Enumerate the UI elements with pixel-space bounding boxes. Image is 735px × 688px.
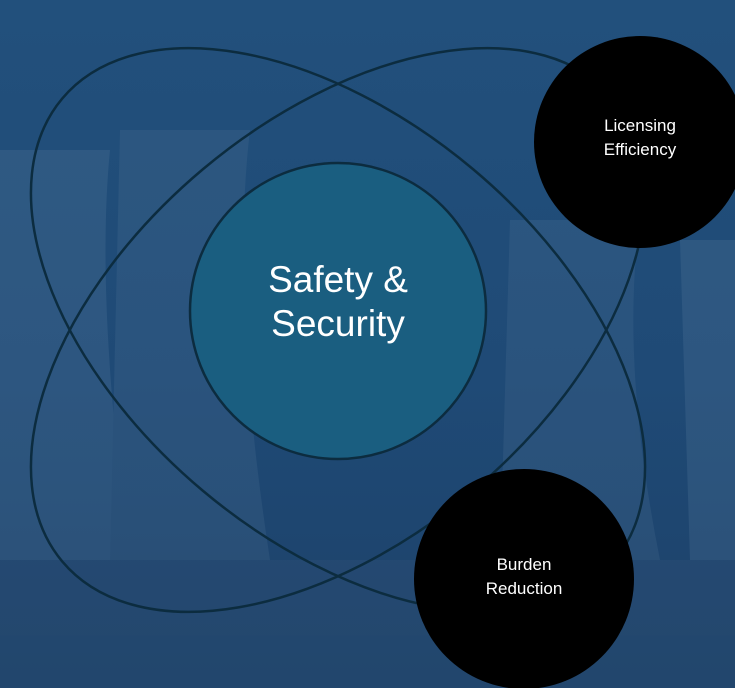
center-circle: [188, 161, 488, 461]
center-label: Safety & Security: [188, 258, 488, 347]
licensing-label-line1: Licensing: [604, 116, 676, 135]
licensing-label-line2: Efficiency: [603, 139, 677, 159]
burden-label-line1: Burden: [496, 555, 552, 574]
licensing-efficiency-label: Licensing Efficiency: [560, 114, 720, 162]
licensing-efficiency-node: [534, 36, 735, 248]
burden-reduction-node: [414, 469, 634, 688]
burden-label-line2: Reduction: [485, 578, 563, 598]
center-label-line2: Security: [271, 303, 405, 345]
burden-reduction-label: Burden Reduction: [444, 553, 604, 601]
center-label-line1: Safety &: [268, 259, 408, 300]
